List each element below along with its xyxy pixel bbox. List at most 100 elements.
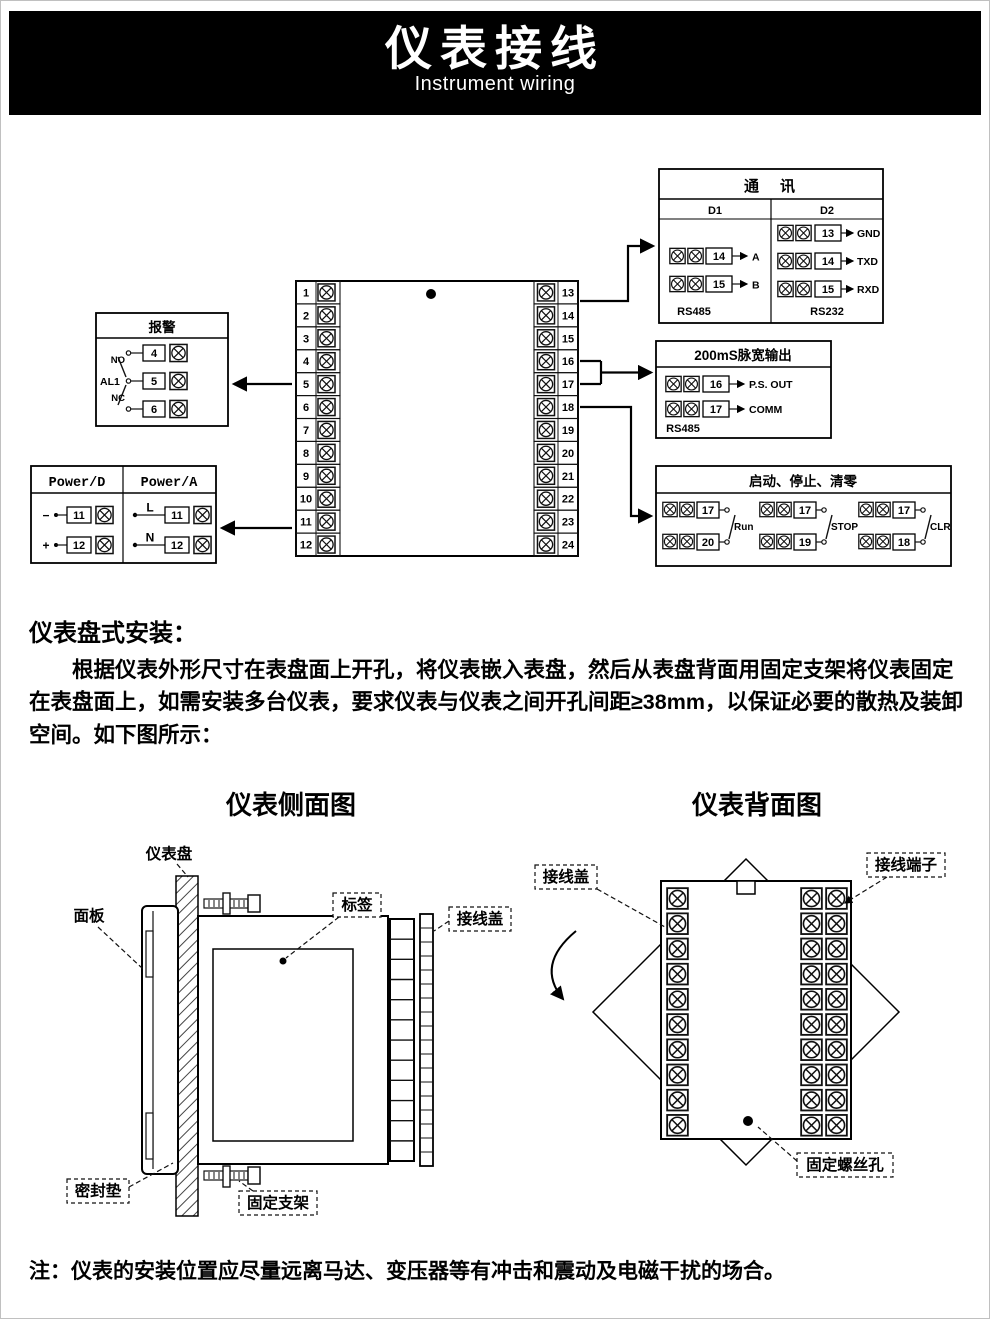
arrow-to-pulse xyxy=(580,361,651,384)
screw-terminal-icon xyxy=(800,1114,823,1137)
screw-terminal-icon xyxy=(777,252,794,270)
label-wiring-cover: 接线盖 xyxy=(457,909,504,928)
signal-label: B xyxy=(752,280,760,292)
signal-label: P.S. OUT xyxy=(749,379,793,391)
terminal-ladder-rungs xyxy=(390,938,414,1142)
alarm-channel-label: AL1 xyxy=(100,376,120,388)
screw-terminal-icon xyxy=(169,343,188,363)
terminal-number: 16 xyxy=(710,379,722,391)
screw-terminal-icon xyxy=(800,1063,823,1087)
comm-col-d1: D1 xyxy=(708,205,722,217)
neutral-sign: N xyxy=(146,531,155,545)
terminal-number: 16 xyxy=(562,356,574,368)
mounting-drawings: 仪表盘 面板 标签 xyxy=(66,844,946,1217)
screw-terminal-icon xyxy=(800,1038,823,1061)
terminal-number: 9 xyxy=(303,471,309,483)
screw-terminal-icon xyxy=(795,252,812,270)
power-box: Power/D Power/A − 11 + 12 xyxy=(30,465,217,564)
screw-terminal-icon xyxy=(536,420,556,440)
screw-terminal-icon xyxy=(825,887,848,910)
arrow-to-control xyxy=(580,405,654,524)
screw-terminal-icon xyxy=(800,1088,823,1112)
tag-point xyxy=(279,957,287,965)
alarm-title: 报警 xyxy=(149,319,176,335)
screw-terminal-icon xyxy=(825,1088,848,1112)
terminal-number: 15 xyxy=(822,284,834,296)
label-area xyxy=(212,948,354,1142)
terminal-number: 4 xyxy=(151,348,158,360)
gasket-label-box xyxy=(66,1178,130,1204)
install-heading: 仪表盘式安装： xyxy=(29,620,197,647)
screw-terminal-icon xyxy=(169,399,188,419)
screw-terminal-icon xyxy=(776,533,792,550)
screw-terminal-icon xyxy=(665,400,682,418)
screw-terminal-icon xyxy=(536,283,556,302)
screw-terminal-icon xyxy=(687,275,704,293)
screw-terminal-icon xyxy=(317,374,336,394)
terminal-number: 23 xyxy=(562,517,574,529)
screw-terminal-icon xyxy=(317,512,336,531)
terminal-number: 11 xyxy=(300,517,312,529)
panel-wall xyxy=(175,875,199,1217)
power-d-row-2: + 12 xyxy=(42,535,114,555)
power-a-row-1: L 11 xyxy=(132,501,212,525)
terminal-number: 14 xyxy=(713,251,726,263)
screw-terminal-icon xyxy=(666,937,689,961)
screw-terminal-icon xyxy=(858,533,874,550)
terminal-number: 1 xyxy=(303,287,309,299)
screw-terminal-icon xyxy=(317,306,336,325)
terminal-number: 15 xyxy=(562,333,574,345)
top-clip xyxy=(736,880,756,895)
back-view-title: 仪表背面图 xyxy=(691,791,822,820)
screw-terminal-icon xyxy=(536,489,556,508)
label-front-panel: 面板 xyxy=(73,906,105,925)
screw-terminal-icon xyxy=(825,1063,848,1087)
nc-contact-blade xyxy=(117,384,127,406)
screw-terminal-icon xyxy=(875,533,891,550)
terminal-number: 4 xyxy=(303,356,310,368)
page-header: 仪表接线 Instrument wiring xyxy=(9,11,981,115)
power-col-a: Power/A xyxy=(141,476,199,491)
screw-terminal-icon xyxy=(666,1038,689,1061)
terminal-number: 3 xyxy=(303,333,309,345)
terminal-number: 7 xyxy=(303,425,309,437)
terminal-number: 19 xyxy=(562,425,574,437)
pulse-row-1: 16 P.S. OUT xyxy=(665,375,793,393)
switch-blade xyxy=(825,514,833,540)
screw-terminal-icon xyxy=(825,1114,848,1137)
terminal-number: 17 xyxy=(562,379,574,391)
terminal-number: 11 xyxy=(73,510,85,522)
alarm-row-1: 4 xyxy=(125,343,188,363)
terminal-number: 5 xyxy=(303,379,309,391)
screw-terminal-icon xyxy=(800,962,823,986)
terminal-number: 17 xyxy=(702,505,714,517)
mount-screw-top xyxy=(203,892,261,915)
label-bracket: 固定支架 xyxy=(247,1193,310,1212)
terminal-number: 2 xyxy=(303,310,309,322)
comm-d1-row-1: 14 A xyxy=(669,247,760,265)
comm-d2-row-2: 14 TXD xyxy=(777,252,878,270)
mount-screw-bottom xyxy=(203,1165,261,1188)
screw-terminal-icon xyxy=(662,501,678,518)
control-title: 启动、停止、清零 xyxy=(749,473,857,489)
no-label: NO xyxy=(111,355,125,366)
terminal-number: 14 xyxy=(562,310,575,322)
comm-title: 通 讯 xyxy=(744,178,798,195)
comm-d2-row-1: 13 GND xyxy=(777,224,881,242)
arrow-to-comm xyxy=(580,238,656,303)
screw-terminal-icon xyxy=(95,505,114,525)
switch-blade xyxy=(924,514,932,540)
screw-terminal-icon xyxy=(687,247,704,265)
screw-terminal-icon xyxy=(825,1038,848,1061)
terminal-number: 13 xyxy=(822,228,834,240)
comm-d1-row-2: 15 B xyxy=(669,275,760,293)
signal-label: A xyxy=(752,252,760,264)
label-gasket: 密封垫 xyxy=(75,1181,122,1200)
screw-terminal-icon xyxy=(858,501,874,518)
note-text: 注：仪表的安装位置应尽量远离马达、变压器等有冲击和震动及电磁干扰的场合。 xyxy=(29,1260,785,1283)
